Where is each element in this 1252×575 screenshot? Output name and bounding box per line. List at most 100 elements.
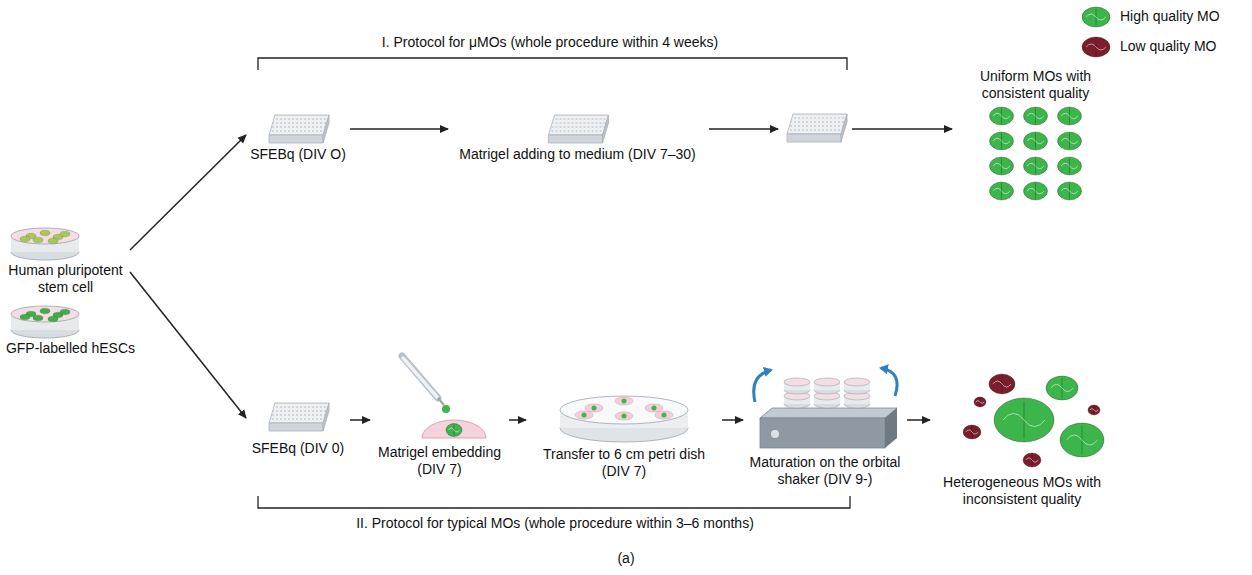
plate-side: [603, 115, 609, 143]
flow-arrow: [722, 419, 743, 421]
pipette: [402, 356, 438, 398]
illustration-holder: [958, 102, 1113, 206]
step-label: Matrigel embedding (DIV 7): [372, 444, 507, 478]
pipette-tip: [438, 398, 444, 405]
organoid-body: [989, 374, 1015, 394]
organoid-body: [1082, 37, 1110, 57]
plate-top: [269, 115, 329, 135]
well-plate: [787, 114, 847, 142]
organoid-body: [994, 398, 1054, 442]
stem-cell-colony: [40, 308, 50, 314]
step-label: SFEBq (DIV O): [248, 146, 348, 163]
illustration-holder: [248, 112, 348, 146]
protocol-title: II. Protocol for typical MOs (whole proc…: [260, 515, 850, 532]
brain-organoid: [1024, 157, 1048, 175]
arrow-line: [709, 128, 778, 130]
brain-organoid: [446, 424, 462, 437]
dish-medium: [11, 306, 79, 322]
matrigel-droplet: [422, 420, 486, 438]
stem-cell-colony: [33, 237, 43, 243]
brain-organoid: [1082, 37, 1110, 57]
organoid-fold: [1002, 376, 1003, 393]
organoid: [662, 413, 667, 418]
brain-organoid: [990, 107, 1014, 125]
rotation-arrow: [881, 368, 897, 396]
matrigel-droplet: [615, 397, 633, 405]
brain-organoid: [1058, 182, 1082, 200]
stem-cell-colony: [20, 314, 30, 320]
protocol-step: Maturation on the orbital shaker (DIV 9-…: [745, 362, 905, 488]
step-label: Human pluripotent stem cell: [3, 262, 128, 296]
organoid-fold: [1001, 108, 1002, 123]
organoid-body: [990, 182, 1014, 200]
brain-organoid: [1058, 107, 1082, 125]
brain-organoid: [1024, 132, 1048, 150]
matrigel-droplet: [645, 404, 663, 412]
plate-wells: [787, 114, 847, 134]
step-label: Transfer to 6 cm petri dish (DIV 7): [528, 446, 720, 480]
organoid: [592, 406, 597, 411]
organoid-body: [1046, 376, 1078, 400]
brain-organoid: [1023, 453, 1041, 467]
organoid-body: [1088, 405, 1100, 415]
brain-organoid: [1082, 7, 1110, 27]
organoid-fold: [1094, 406, 1095, 415]
step-label: Maturation on the orbital shaker (DIV 9-…: [745, 454, 905, 488]
brain-organoid: [963, 425, 981, 439]
matrigel-droplet: [585, 404, 603, 412]
organoid-body: [1058, 107, 1082, 125]
dish-medium: [784, 378, 810, 386]
organoid-fold: [980, 398, 981, 407]
step-illustration: [372, 352, 507, 444]
dish-medium: [844, 378, 870, 386]
step-illustration: [958, 102, 1113, 206]
illustration-holder: [745, 362, 905, 454]
organoid-body: [1023, 453, 1041, 467]
brain-organoid: [1060, 423, 1104, 457]
organoid-fold: [1035, 133, 1036, 148]
protocol-step: Uniform MOs with consistent quality: [958, 68, 1113, 206]
protocol-bracket: [258, 58, 847, 70]
organoid-fold: [1069, 108, 1070, 123]
step-illustration: [3, 222, 128, 262]
illustration-holder: [3, 222, 128, 262]
organoid-body: [1082, 7, 1110, 27]
flow-arrow: [130, 135, 246, 250]
step-label: GFP-labelled hESCs: [3, 340, 138, 357]
step-illustration: [248, 400, 348, 440]
matrigel-droplet: [575, 411, 593, 419]
brain-organoid: [989, 374, 1015, 394]
organoid-body: [1060, 423, 1104, 457]
well-plate: [549, 115, 609, 143]
step-label: Matrigel adding to medium (DIV 7–30): [450, 146, 705, 163]
legend-text: Low quality MO: [1120, 38, 1216, 55]
panel-caption: (a): [596, 550, 656, 567]
organoid-fold: [1001, 133, 1002, 148]
organoid-fold: [1069, 183, 1070, 198]
plate-wells: [269, 403, 329, 423]
organoid: [582, 413, 587, 418]
step-illustration: [450, 112, 705, 146]
organoid-body: [1058, 132, 1082, 150]
stem-cell-colony: [40, 230, 50, 236]
organoid-body: [1024, 107, 1048, 125]
organoid: [652, 406, 657, 411]
organoid-body: [990, 132, 1014, 150]
brain-organoid: [1024, 182, 1048, 200]
legend-swatch: [1078, 4, 1114, 30]
legend-item: High quality MO: [1078, 4, 1248, 30]
protocol-step: Matrigel embedding (DIV 7): [372, 352, 507, 478]
flow-arrow: [350, 128, 448, 130]
petri-top: [560, 396, 688, 424]
step-label: Uniform MOs with consistent quality: [958, 68, 1113, 102]
organoid-body: [963, 425, 981, 439]
organoid-fold: [1096, 9, 1097, 26]
stem-cell-colony: [20, 236, 30, 242]
protocol-step: GFP-labelled hESCs: [3, 300, 138, 357]
illustration-holder: [450, 112, 705, 146]
dish-medium: [814, 378, 840, 386]
brain-organoid: [990, 132, 1014, 150]
stem-cell-colony: [60, 231, 70, 237]
illustration-holder: [932, 362, 1112, 474]
organoid-body: [974, 397, 986, 407]
